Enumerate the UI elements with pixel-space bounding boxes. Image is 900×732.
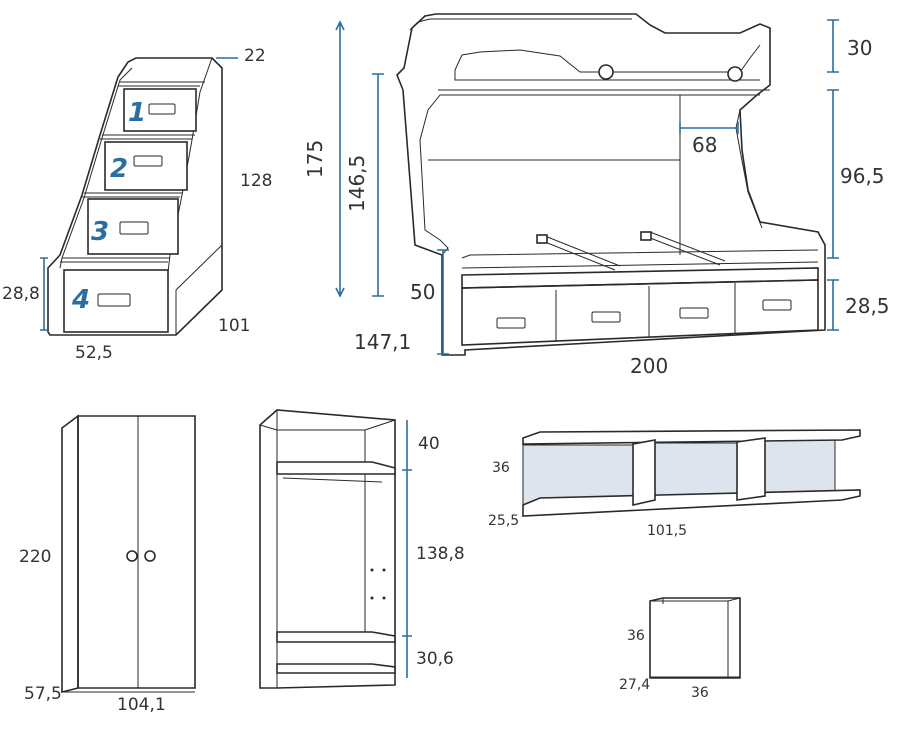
wardrobe-closed: 220 57,5 104,1 xyxy=(19,414,196,715)
stairs-unit: 1 2 3 4 22 128 28,8 52,5 101 xyxy=(2,46,272,363)
wardrobe-depth-label: 57,5 xyxy=(24,684,62,704)
stairs-width-label: 52,5 xyxy=(75,343,113,363)
bed-mid-height-label: 96,5 xyxy=(840,164,885,188)
wall-shelf: 36 25,5 101,5 xyxy=(488,429,861,539)
shelf-height-label: 36 xyxy=(492,460,510,476)
bed-upper-height-label: 146,5 xyxy=(345,155,369,212)
bed-length-label: 200 xyxy=(630,354,668,378)
wardrobe-bottom-label: 30,6 xyxy=(416,649,454,669)
bunk-bed: 175 146,5 30 68 96,5 50 28,5 147,1 200 xyxy=(303,13,890,378)
bed-total-height-dim xyxy=(335,20,345,298)
step-number-3: 3 xyxy=(91,217,109,247)
bed-gap-label: 68 xyxy=(692,133,717,157)
bed-upper-height-dim xyxy=(372,73,384,297)
wardrobe-open: 40 138,8 30,6 xyxy=(259,409,465,689)
wall-cube: 36 27,4 36 xyxy=(619,597,741,701)
bed-mid-height-dim xyxy=(827,89,839,259)
stairs-top-depth-label: 22 xyxy=(244,46,266,66)
stairs-height-label: 128 xyxy=(240,171,272,191)
wardrobe-open-dim-line xyxy=(402,420,412,678)
cube-height-label: 36 xyxy=(627,628,645,644)
cube-width-label: 36 xyxy=(691,685,709,701)
shelf-width-label: 101,5 xyxy=(647,523,687,539)
stairs-depth-label: 101 xyxy=(218,316,250,336)
shelf-depth-label: 25,5 xyxy=(488,513,519,529)
wardrobe-height-label: 220 xyxy=(19,547,51,567)
wardrobe-top-label: 40 xyxy=(418,434,440,454)
bed-drawer-dim xyxy=(827,279,839,331)
bed-lower-dim xyxy=(437,249,449,355)
bed-guard-height-label: 30 xyxy=(847,36,872,60)
wardrobe-middle-label: 138,8 xyxy=(416,544,465,564)
step-number-1: 1 xyxy=(128,98,146,128)
stairs-drawer-dim-line xyxy=(40,257,48,331)
wardrobe-width-label: 104,1 xyxy=(117,695,166,715)
bed-gap-dim xyxy=(679,122,739,134)
bed-drawer-height-label: 28,5 xyxy=(845,294,890,318)
stairs-drawer-height-label: 28,8 xyxy=(2,284,40,304)
step-number-4: 4 xyxy=(71,285,90,315)
cube-depth-label: 27,4 xyxy=(619,677,650,693)
bed-lower-height-label: 50 xyxy=(410,280,435,304)
step-number-2: 2 xyxy=(110,154,128,184)
bed-depth-label: 147,1 xyxy=(354,330,411,354)
bed-guard-dim xyxy=(827,19,839,73)
bed-total-height-label: 175 xyxy=(303,140,327,178)
